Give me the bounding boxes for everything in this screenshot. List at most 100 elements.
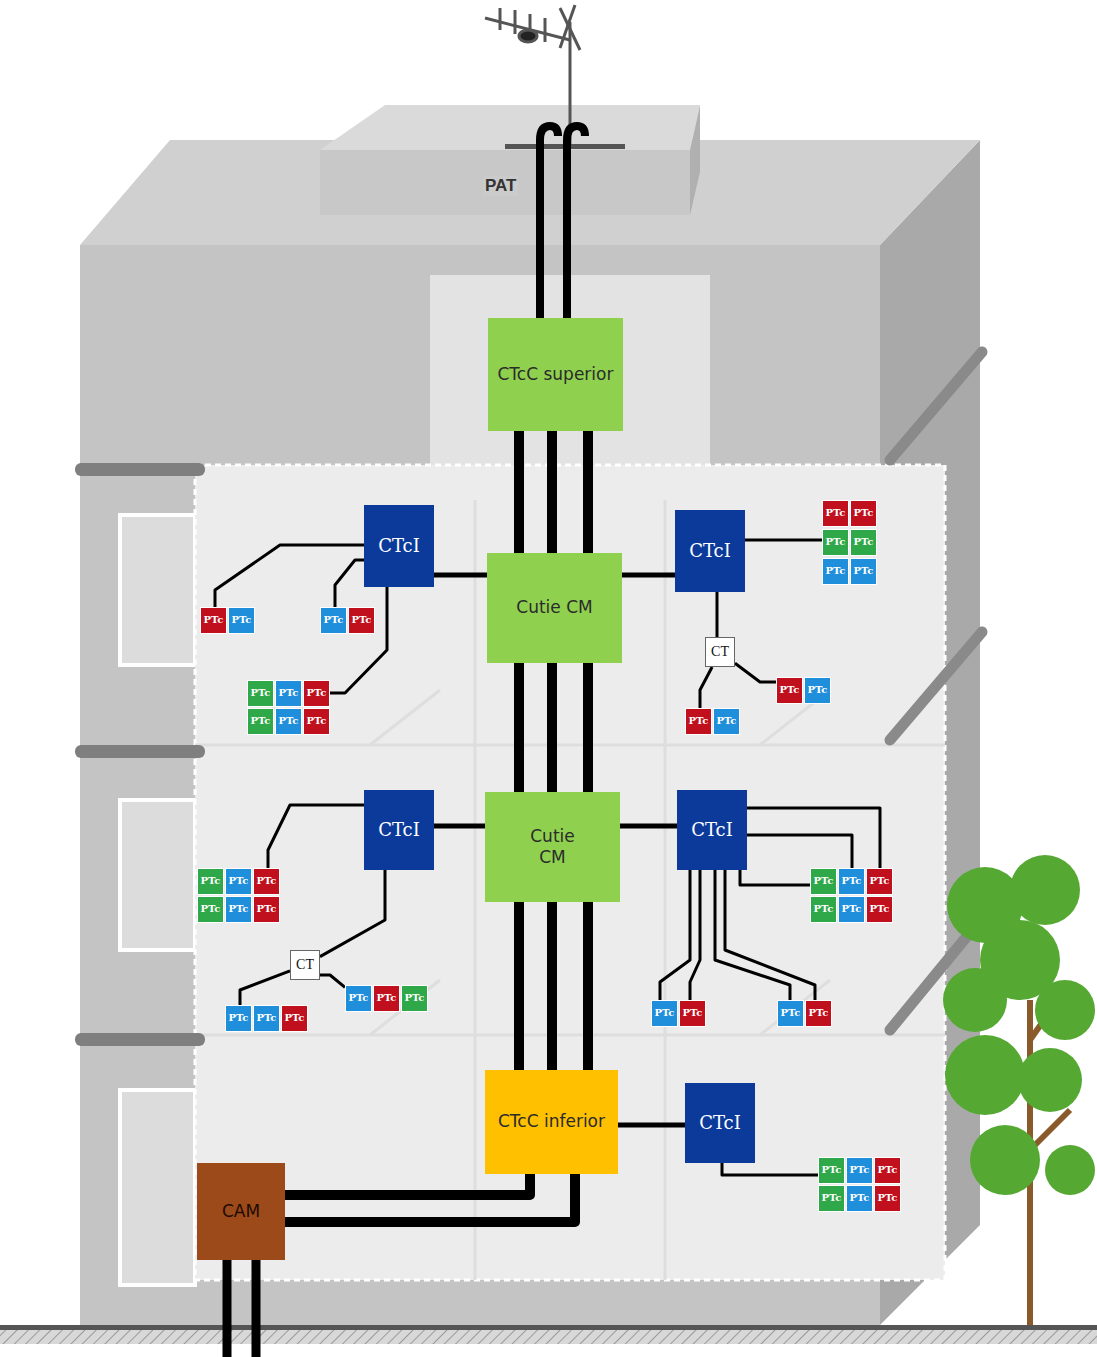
drawing-part xyxy=(1018,1048,1082,1112)
cable xyxy=(330,587,387,693)
drawing-part xyxy=(75,1033,205,1046)
ptc-tile: PTc xyxy=(303,708,330,735)
node-text: Cutie CM xyxy=(516,597,592,618)
node-text: CTcI xyxy=(691,819,733,842)
node-text: PTc xyxy=(842,875,862,888)
node-text: CT xyxy=(711,643,729,661)
ptc-tile: PTc xyxy=(253,868,280,895)
drawing-part xyxy=(943,968,1007,1032)
penthouse-front xyxy=(320,150,690,215)
cable xyxy=(583,663,593,792)
cable xyxy=(434,573,487,578)
ptc-tile: PTc xyxy=(275,708,302,735)
ptc-tile: PTc xyxy=(776,677,803,704)
node-text: PTc xyxy=(257,875,277,888)
ptc-tile: PTc xyxy=(846,1185,873,1212)
ptc-tile: PTc xyxy=(850,558,877,585)
node-text: CT xyxy=(296,956,314,974)
drawing-part xyxy=(499,8,502,30)
antenna-cables xyxy=(540,126,585,320)
node-text: PTc xyxy=(870,903,890,916)
part-label: PAT xyxy=(483,176,518,196)
node-text: PTc xyxy=(854,536,874,549)
node-text: PTc xyxy=(826,507,846,520)
ptc-tile: PTc xyxy=(197,868,224,895)
node-text: PTc xyxy=(285,1012,305,1025)
distribution-box: CTcC superior xyxy=(488,318,623,431)
node-text: CAM xyxy=(222,1201,260,1222)
node-text: PTc xyxy=(781,1007,801,1020)
node-text: PTc xyxy=(251,687,271,700)
cable xyxy=(285,1174,575,1222)
node-text: PTc xyxy=(229,903,249,916)
ptc-tile: PTc xyxy=(225,896,252,923)
node-text: CTcI xyxy=(378,535,420,558)
drawing-part xyxy=(75,745,205,758)
cable xyxy=(620,824,677,829)
node-text: PTc xyxy=(229,1012,249,1025)
node-text: PTc xyxy=(808,684,828,697)
drawing-part xyxy=(1045,1145,1095,1195)
drawing-part xyxy=(75,463,205,476)
cable xyxy=(215,545,364,607)
node-text: PTc xyxy=(232,614,252,627)
drawing-part xyxy=(1010,855,1080,925)
node-text: PTc xyxy=(842,903,862,916)
drawing-part xyxy=(890,352,982,460)
ptc-tile: PTc xyxy=(874,1157,901,1184)
ptc-tile: PTc xyxy=(197,896,224,923)
cable xyxy=(618,1123,685,1128)
ptc-tile: PTc xyxy=(846,1157,873,1184)
ptc-tile: PTc xyxy=(200,607,227,634)
penthouse-side xyxy=(690,105,700,215)
distribution-box: CTcC inferior xyxy=(485,1070,618,1174)
node-text: PTc xyxy=(878,1164,898,1177)
ctci-box: CTcI xyxy=(364,790,434,870)
drawing-part xyxy=(540,126,558,320)
drawing-part xyxy=(970,1125,1040,1195)
ptc-tile: PTc xyxy=(247,680,274,707)
ptc-tile: PTc xyxy=(850,500,877,527)
drawing-part xyxy=(943,855,1095,1195)
drawing-part xyxy=(252,1258,261,1357)
cable xyxy=(434,824,485,829)
node-text: PTc xyxy=(229,875,249,888)
ptc-tile: PTc xyxy=(818,1185,845,1212)
node-text: PTc xyxy=(814,903,834,916)
node-text: PTc xyxy=(324,614,344,627)
ct-box: CT xyxy=(705,637,735,667)
cable xyxy=(690,870,700,1000)
ptc-tile: PTc xyxy=(303,680,330,707)
ptc-tile: PTc xyxy=(866,896,893,923)
ptc-tile: PTc xyxy=(838,868,865,895)
ptc-tile: PTc xyxy=(777,1000,804,1027)
node-text: PTc xyxy=(257,903,277,916)
node-text: PTc xyxy=(780,684,800,697)
ctci-box: CTcI xyxy=(685,1083,755,1163)
drawing-part xyxy=(567,126,585,320)
distribution-box: Cutie CM xyxy=(485,792,620,902)
ptc-tile: PTc xyxy=(810,896,837,923)
ptc-tile: PTc xyxy=(679,1000,706,1027)
ptc-tile: PTc xyxy=(810,868,837,895)
cable xyxy=(335,560,364,607)
ptc-tile: PTc xyxy=(253,1005,280,1032)
ptc-tile: PTc xyxy=(401,985,428,1012)
node-text: PTc xyxy=(251,715,271,728)
node-text: PTc xyxy=(809,1007,829,1020)
cable xyxy=(514,663,524,792)
node-text: PTc xyxy=(854,507,874,520)
ptc-tile: PTc xyxy=(838,896,865,923)
cable xyxy=(320,975,345,987)
drawing-part xyxy=(890,632,982,740)
node-text: PTc xyxy=(822,1192,842,1205)
cable xyxy=(725,870,815,1000)
cable xyxy=(514,431,524,553)
node-text: Cutie CM xyxy=(523,826,583,869)
window xyxy=(120,515,195,665)
cable xyxy=(240,971,290,1005)
node-text: PTc xyxy=(257,1012,277,1025)
drawing-part xyxy=(514,10,517,34)
cable xyxy=(700,667,712,708)
